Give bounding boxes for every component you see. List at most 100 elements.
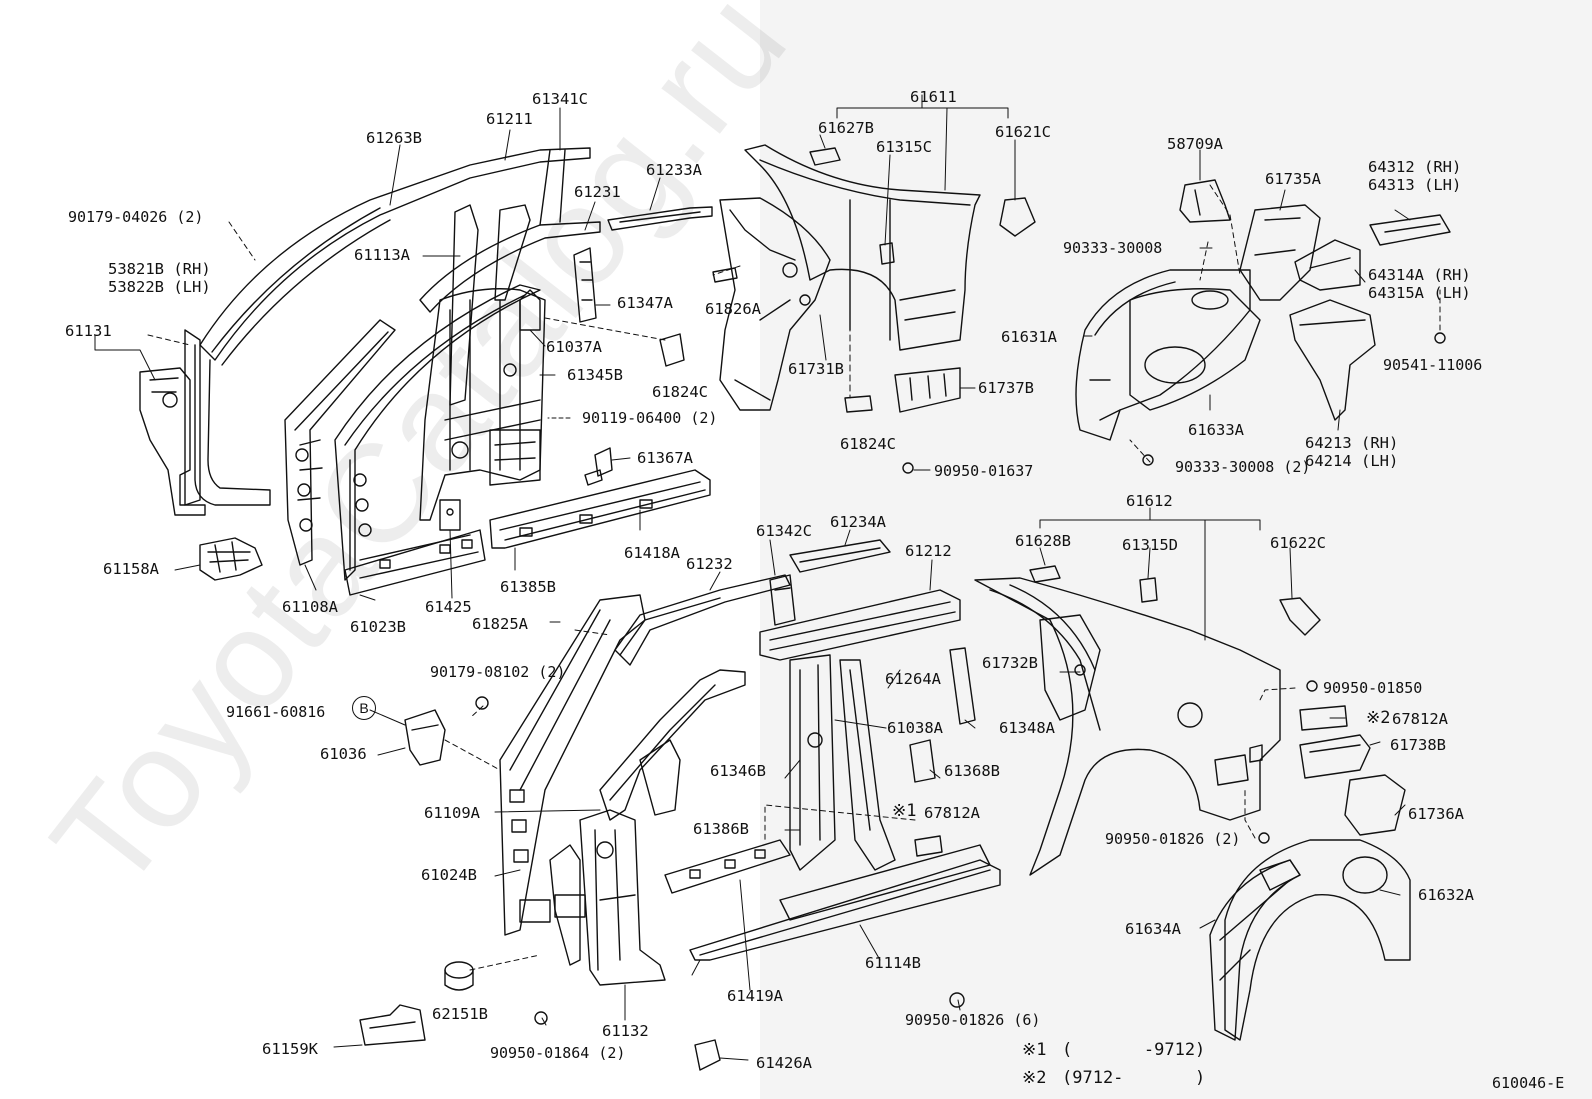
label-61211: 61211 bbox=[486, 110, 533, 128]
rail-61234A bbox=[789, 539, 891, 573]
bracket-61368B bbox=[909, 739, 936, 783]
label-61315C: 61315C bbox=[876, 138, 932, 156]
label-61264A: 61264A bbox=[885, 670, 941, 688]
lower-panel-61385B bbox=[489, 429, 541, 486]
reinforcement-61737B bbox=[894, 367, 961, 413]
label-58709A: 58709A bbox=[1167, 135, 1223, 153]
label-61627B: 61627B bbox=[818, 119, 874, 137]
label-61735A: 61735A bbox=[1265, 170, 1321, 188]
label-61263B: 61263B bbox=[366, 129, 422, 147]
clip-90950-01826-6 bbox=[949, 992, 965, 1008]
label-90179-08102: 90179-08102 (2) bbox=[430, 663, 566, 681]
bracket-61159K bbox=[359, 1004, 426, 1046]
label-53822B: 53822B (LH) bbox=[108, 278, 211, 296]
label-61611: 61611 bbox=[910, 88, 957, 106]
label-61622C: 61622C bbox=[1270, 534, 1326, 552]
filler-61824C-b bbox=[844, 395, 873, 413]
reinforcement-61347A bbox=[573, 247, 597, 323]
label-61342C: 61342C bbox=[756, 522, 812, 540]
bracket-61622C bbox=[1279, 597, 1321, 636]
leader-lines bbox=[94, 94, 1441, 1061]
roof-rail-outer bbox=[184, 147, 591, 506]
note-mark-1-inline: ※1 bbox=[892, 801, 917, 821]
label-61341C: 61341C bbox=[532, 90, 588, 108]
label-61385B: 61385B bbox=[500, 578, 556, 596]
label-61132: 61132 bbox=[602, 1022, 649, 1040]
label-90950-01850: 90950-01850 bbox=[1323, 679, 1423, 697]
label-53821B: 53821B (RH) bbox=[108, 260, 211, 278]
label-61368B: 61368B bbox=[944, 762, 1000, 780]
clip-90950-01864 bbox=[534, 1011, 548, 1025]
extension-61735A bbox=[1239, 204, 1321, 301]
label-61738B: 61738B bbox=[1390, 736, 1446, 754]
label-61824C-a: 61824C bbox=[652, 383, 708, 401]
center-pillar-61346B bbox=[789, 654, 896, 871]
inner-quarter-61731B bbox=[719, 197, 831, 411]
label-61315D: 61315D bbox=[1122, 536, 1178, 554]
wheelhouse-61634A bbox=[1209, 859, 1301, 1041]
bracket-61628B bbox=[1029, 565, 1061, 583]
label-61634A: 61634A bbox=[1125, 920, 1181, 938]
footnote-1-mark: ※1 bbox=[1022, 1040, 1047, 1060]
label-90333-30008-2: 90333-30008 (2) bbox=[1175, 458, 1311, 476]
reinforcement-61348A bbox=[949, 647, 976, 725]
label-61131: 61131 bbox=[65, 322, 112, 340]
filler-61826A bbox=[712, 267, 738, 283]
label-61628B: 61628B bbox=[1015, 532, 1071, 550]
bracket-58709A bbox=[1179, 179, 1231, 223]
label-61426A: 61426A bbox=[756, 1054, 812, 1072]
label-61425: 61425 bbox=[425, 598, 472, 616]
label-61036: 61036 bbox=[320, 745, 367, 763]
label-64312: 64312 (RH) bbox=[1368, 158, 1462, 176]
roof-rail-61233A bbox=[607, 206, 713, 231]
wheelhouse-61632A bbox=[1224, 839, 1411, 1041]
sill-61418A bbox=[489, 469, 711, 549]
label-61348A: 61348A bbox=[999, 719, 1055, 737]
label-64313: 64313 (LH) bbox=[1368, 176, 1462, 194]
label-64214: 64214 (LH) bbox=[1305, 452, 1399, 470]
label-64315A: 64315A (LH) bbox=[1368, 284, 1471, 302]
label-90333-30008: 90333-30008 bbox=[1063, 239, 1163, 257]
label-62151B: 62151B bbox=[432, 1005, 488, 1023]
label-61612: 61612 bbox=[1126, 492, 1173, 510]
label-61345B: 61345B bbox=[567, 366, 623, 384]
roof-rail-61232 bbox=[614, 574, 791, 666]
label-67812A-1: 67812A bbox=[924, 804, 980, 822]
footnote-2-mark: ※2 bbox=[1022, 1068, 1047, 1088]
filler-67812A-1 bbox=[914, 835, 943, 857]
body-side-61024B bbox=[499, 594, 646, 936]
label-90950-01864: 90950-01864 (2) bbox=[490, 1044, 626, 1062]
label-90950-01637: 90950-01637 bbox=[934, 462, 1034, 480]
sill-61419A bbox=[664, 839, 791, 894]
label-61038A: 61038A bbox=[887, 719, 943, 737]
label-61158A: 61158A bbox=[103, 560, 159, 578]
bracket-61315D bbox=[1139, 577, 1158, 603]
label-90541-11006: 90541-11006 bbox=[1383, 356, 1483, 374]
label-91661-60816: 91661-60816 bbox=[226, 703, 326, 721]
label-61346B: 61346B bbox=[710, 762, 766, 780]
label-61632A: 61632A bbox=[1418, 886, 1474, 904]
rail-61342C bbox=[769, 574, 796, 626]
label-61231: 61231 bbox=[574, 183, 621, 201]
rocker-outer-61023B bbox=[284, 284, 541, 596]
clip-90950-01637 bbox=[902, 462, 914, 474]
bracket-61621C bbox=[999, 197, 1036, 237]
label-64314A: 64314A (RH) bbox=[1368, 266, 1471, 284]
label-61037A: 61037A bbox=[546, 338, 602, 356]
label-61233A: 61233A bbox=[646, 161, 702, 179]
bracket-61627B bbox=[809, 147, 841, 166]
label-61732B: 61732B bbox=[982, 654, 1038, 672]
clip-90950-01826-2 bbox=[1258, 832, 1270, 844]
inner-quarter-61732B bbox=[1039, 614, 1101, 721]
wheelhouse-61631A bbox=[1075, 269, 1251, 441]
label-61386B: 61386B bbox=[693, 820, 749, 838]
quarter-panel-61612 bbox=[974, 577, 1281, 876]
roof-rail-61212 bbox=[759, 589, 961, 661]
label-90950-01826-6: 90950-01826 (6) bbox=[905, 1011, 1041, 1029]
label-61633A: 61633A bbox=[1188, 421, 1244, 439]
label-61419A: 61419A bbox=[727, 987, 783, 1005]
diagram-code: 610046-E bbox=[1492, 1074, 1565, 1092]
front-pillar-61109A bbox=[599, 669, 746, 821]
filler-61824C bbox=[659, 333, 685, 367]
